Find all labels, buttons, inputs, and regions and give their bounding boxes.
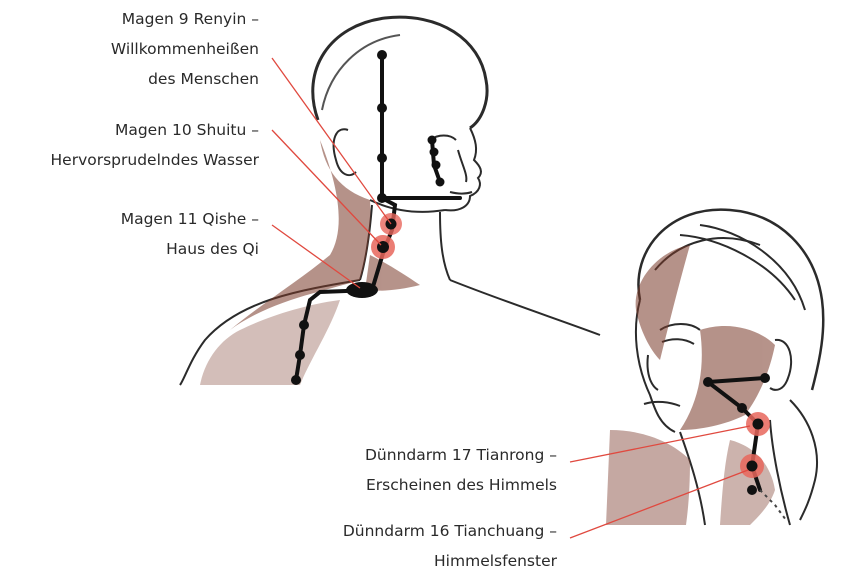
label-magen10-line2: Hervorsprudelndes Wasser	[51, 145, 259, 175]
label-magen10: Magen 10 Shuitu – Hervorsprudelndes Wass…	[51, 115, 259, 175]
point-magen11	[346, 282, 378, 298]
label-duenndarm17-line2: Erscheinen des Himmels	[365, 470, 557, 500]
label-magen9-line2: Willkommenheißen	[111, 34, 259, 64]
label-duenndarm17-line1: Dünndarm 17 Tianrong –	[365, 440, 557, 470]
female-shading	[606, 245, 775, 525]
label-magen11-line1: Magen 11 Qishe –	[121, 204, 259, 234]
label-duenndarm16: Dünndarm 16 Tianchuang – Himmelsfenster	[343, 516, 557, 576]
label-magen9: Magen 9 Renyin – Willkommenheißen des Me…	[111, 4, 259, 94]
label-duenndarm16-line1: Dünndarm 16 Tianchuang –	[343, 516, 557, 546]
label-duenndarm17: Dünndarm 17 Tianrong – Erscheinen des Hi…	[365, 440, 557, 500]
label-magen10-line1: Magen 10 Shuitu –	[51, 115, 259, 145]
label-duenndarm16-line2: Himmelsfenster	[343, 546, 557, 576]
label-magen9-line1: Magen 9 Renyin –	[111, 4, 259, 34]
label-magen11-line2: Haus des Qi	[121, 234, 259, 264]
label-magen11: Magen 11 Qishe – Haus des Qi	[121, 204, 259, 264]
label-magen9-line3: des Menschen	[111, 64, 259, 94]
